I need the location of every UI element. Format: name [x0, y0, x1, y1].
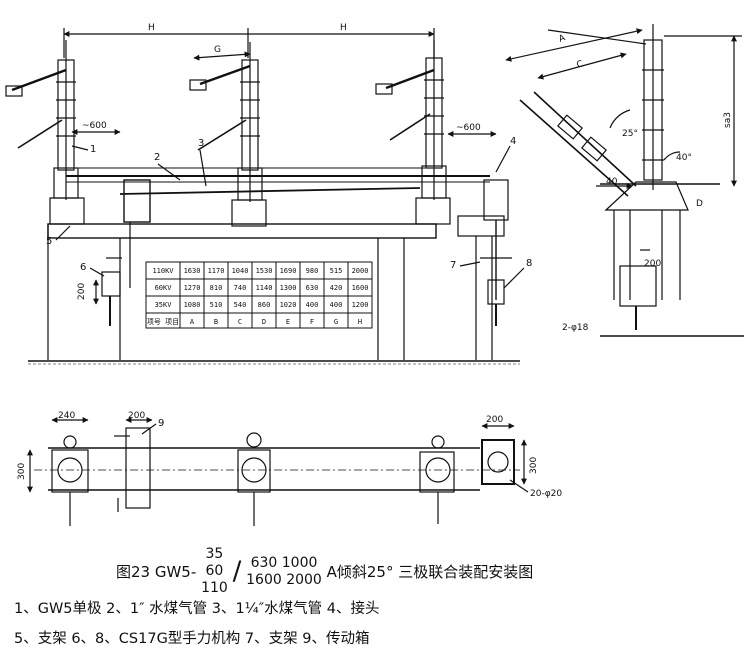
table-cell: 1170: [208, 267, 225, 275]
table-cell: 1270: [184, 284, 201, 292]
table-cell: 1630: [184, 267, 201, 275]
dim-600-right: ~600: [456, 123, 481, 133]
plan-view-labels: 240 200 9 300 200 300 20-φ20: [17, 411, 562, 499]
table-cell: 1200: [352, 301, 369, 309]
table-cell: 1020: [280, 301, 297, 309]
legend-line-1: 1、GW5单极 2、1″ 水煤气管 3、1¼″水煤气管 4、接头: [14, 601, 380, 617]
angle-25: 25°: [622, 129, 638, 139]
dim-600-left: ~600: [82, 121, 107, 131]
table-column-header: B: [214, 318, 218, 326]
table-cell: 1690: [280, 267, 297, 275]
table-cell: 1530: [256, 267, 273, 275]
callout-8: 8: [526, 258, 532, 269]
dim-300-left: 300: [17, 463, 27, 480]
dim-300-right: 300: [529, 457, 539, 474]
table-cell: 1080: [184, 301, 201, 309]
table-cell: 1300: [280, 284, 297, 292]
table-column-header: C: [238, 318, 242, 326]
table-column-header: E: [286, 318, 290, 326]
voltage-top: 35: [205, 546, 224, 562]
dim-200-left: 200: [77, 283, 87, 300]
table-cell: 630: [306, 284, 319, 292]
callout-5: 5: [46, 236, 52, 247]
table-cell: 515: [330, 267, 343, 275]
table-column-header: A: [190, 318, 195, 326]
legend-line-2: 5、支架 6、8、CS17G型手力机构 7、支架 9、传动箱: [14, 631, 370, 647]
table-cell: 540: [234, 301, 247, 309]
table-column-header: F: [310, 318, 314, 326]
holes-20: 20-φ20: [530, 489, 562, 499]
table-cell: 2000: [352, 267, 369, 275]
voltage-mid: 60: [205, 563, 224, 579]
callout-6: 6: [80, 262, 86, 273]
dimension-table: 110KV 1630 1170 1040 1530 1690 980 515 2000 60KV 1…: [145, 261, 373, 329]
callout-9: 9: [158, 418, 164, 429]
plan-view: [27, 417, 529, 526]
insulator-pole-right: [375, 40, 451, 225]
dim-g: G: [214, 45, 221, 55]
title-prefix: 图23 GW5-: [116, 563, 197, 581]
table-cell: 810: [210, 284, 223, 292]
side-view: [505, 24, 744, 337]
dim-sa3: sa3: [723, 112, 733, 128]
title-suffix: A倾斜25° 三极联合装配安装图: [326, 563, 534, 581]
callout-2: 2: [154, 152, 160, 163]
figure-title: 图23 GW5- 35 60 110 / 630 1000 1600 2000 …: [116, 546, 534, 596]
side-view-labels: A C sa3 25° 40° 40 D 200 2-φ18: [557, 33, 733, 333]
table-cell: 420: [330, 284, 343, 292]
insulator-pole-left: [5, 40, 85, 225]
front-view-labels: H H G ~600 ~600 200 1 2 3 4 5 6 7 8: [46, 23, 532, 300]
table-row-label: 60KV: [155, 284, 173, 292]
table-cell: 860: [258, 301, 271, 309]
front-view: [5, 28, 525, 365]
dim-d: D: [696, 199, 703, 209]
table-column-header: H: [358, 318, 362, 326]
dim-200-side: 200: [644, 259, 661, 269]
insulator-pole-middle: [189, 42, 267, 227]
table-cell: 1600: [352, 284, 369, 292]
table-cell: 400: [306, 301, 319, 309]
holes-18: 2-φ18: [562, 323, 589, 333]
table-row-label: 110KV: [152, 267, 174, 275]
table-header-label: 项号 项目: [147, 318, 179, 326]
dim-200-right: 200: [486, 415, 503, 425]
table-cell: 1140: [256, 284, 273, 292]
table-cell: 740: [234, 284, 247, 292]
current-stack: 630 1000 1600 2000: [246, 555, 322, 589]
table-row-label: 35KV: [155, 301, 173, 309]
table-cell: 510: [210, 301, 223, 309]
callout-1: 1: [90, 144, 96, 155]
current-bot: 1600 2000: [246, 571, 322, 588]
dim-a: A: [557, 33, 567, 45]
callout-7: 7: [450, 260, 456, 271]
callout-4: 4: [510, 136, 516, 147]
callout-3: 3: [198, 138, 204, 149]
table-cell: 1040: [232, 267, 249, 275]
dim-240: 240: [58, 411, 75, 421]
table-cell: 980: [306, 267, 319, 275]
dim-200-plan: 200: [128, 411, 145, 421]
dim-40: 40: [606, 177, 618, 187]
table-column-header: G: [334, 318, 338, 326]
table-column-header: D: [262, 318, 266, 326]
voltage-stack: 35 60 110: [201, 546, 228, 597]
table-cell: 400: [330, 301, 343, 309]
angle-40: 40°: [676, 153, 692, 163]
dim-h-right: H: [340, 23, 347, 33]
dim-h-left: H: [148, 23, 155, 33]
voltage-bot: 110: [201, 580, 228, 596]
current-top: 630 1000: [250, 554, 318, 571]
dim-c: C: [575, 59, 585, 71]
